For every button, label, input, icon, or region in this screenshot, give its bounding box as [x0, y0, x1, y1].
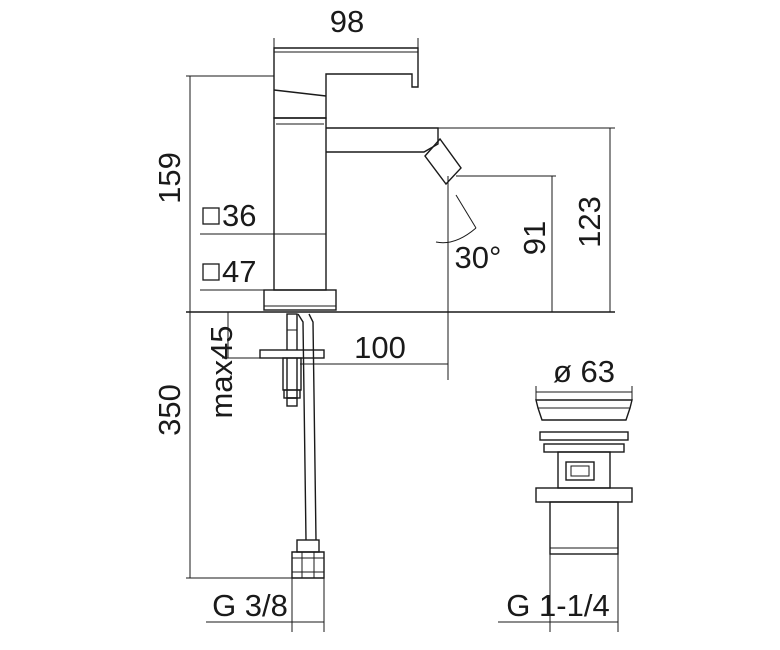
dim-waste-thread: G 1-1/4 — [506, 588, 609, 623]
square-symbol-47 — [202, 263, 220, 281]
dim-spout-reach: 100 — [354, 330, 406, 365]
waste-valve — [535, 399, 633, 555]
dim-nozzle-height: 91 — [517, 221, 552, 255]
dim-base-square: 47 — [222, 254, 256, 289]
dim-nozzle-angle: 30° — [455, 240, 502, 275]
dim-max-deck: max45 — [204, 325, 239, 418]
dim-hose-thread: G 3/8 — [212, 588, 288, 623]
dim-hose-length: 350 — [152, 384, 187, 436]
dim-total-height: 159 — [152, 152, 187, 204]
dimension-lines — [186, 38, 633, 632]
dim-spout-height: 123 — [572, 196, 607, 248]
dim-waste-diameter: ø 63 — [553, 354, 615, 389]
square-symbol-36 — [202, 207, 220, 225]
under-counter-fixing — [259, 313, 325, 407]
dim-spout-width: 98 — [330, 4, 364, 39]
dim-body-square: 36 — [222, 198, 256, 233]
